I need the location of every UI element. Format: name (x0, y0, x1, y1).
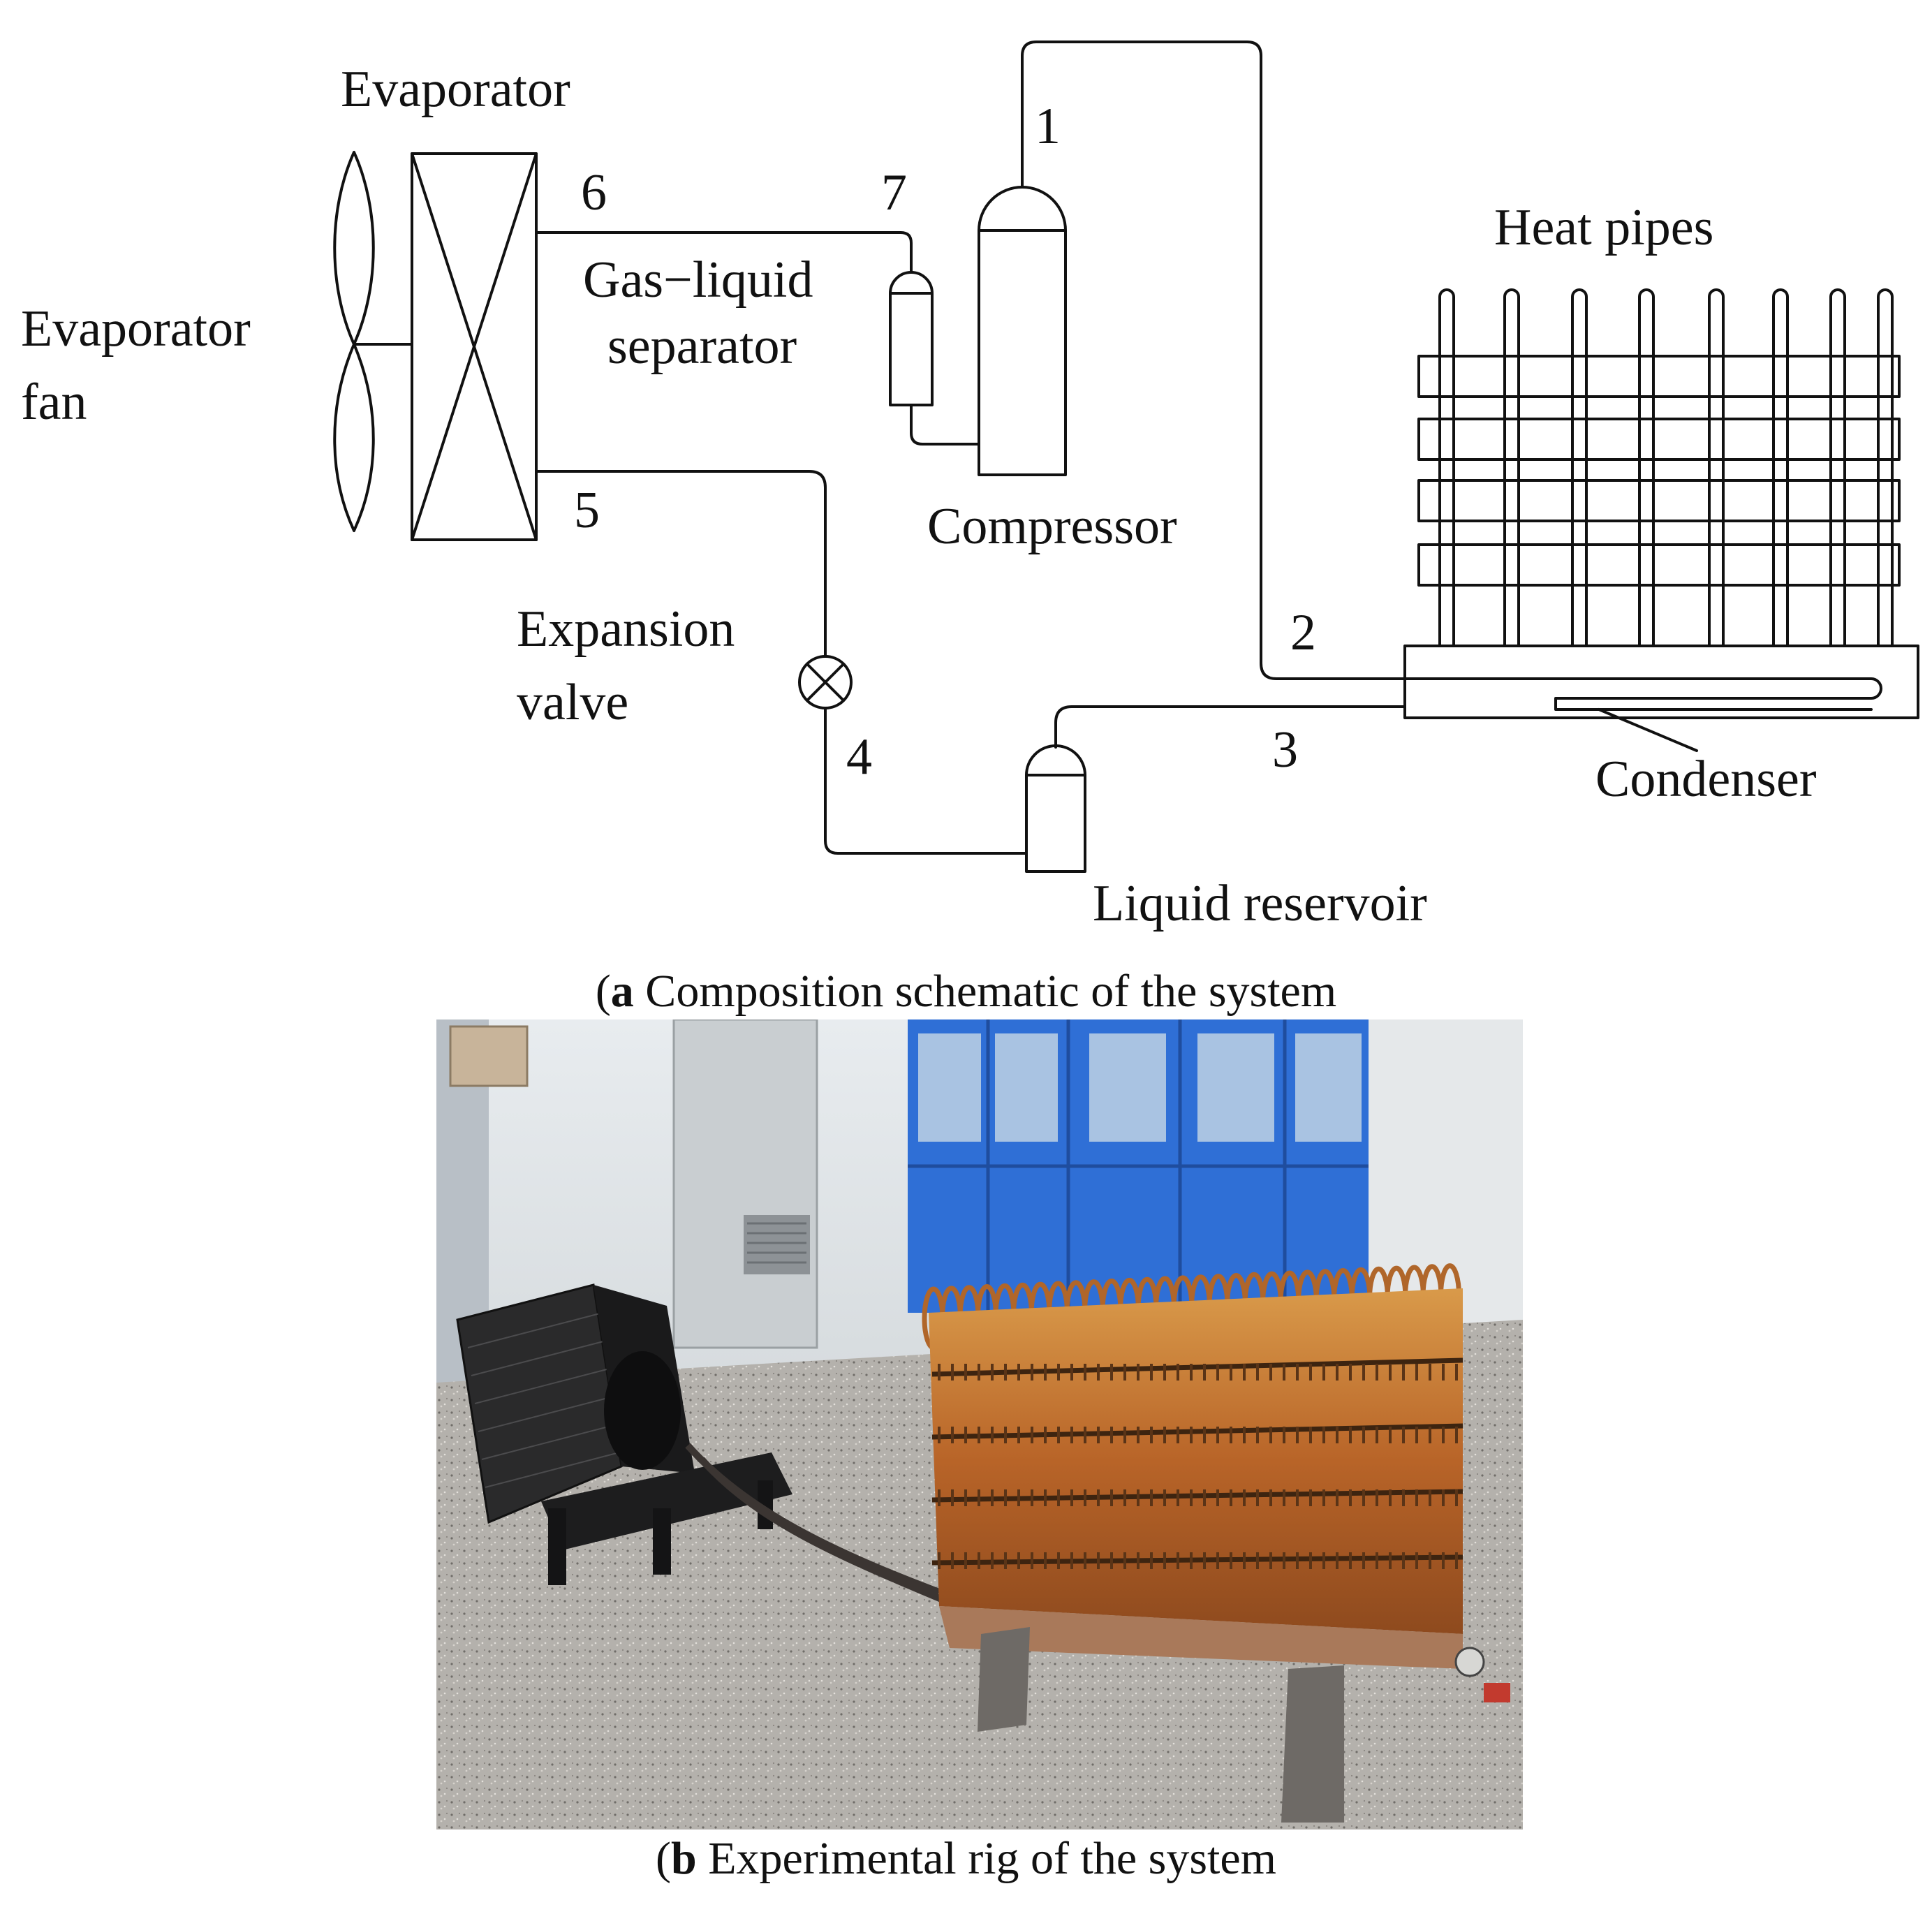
fin-gap (931, 1489, 1463, 1503)
compressor (978, 186, 1067, 476)
evaporator-fan (333, 151, 413, 532)
heat-pipe-4 (1638, 288, 1655, 647)
experimental-rig-photo (436, 1019, 1523, 1830)
pipe-3 (1054, 705, 1406, 749)
label-condenser: Condenser (1595, 751, 1817, 808)
caption-b-letter: b (670, 1833, 697, 1884)
heat-pipe-6 (1772, 288, 1789, 647)
heat-pipes (1438, 288, 1894, 647)
label-expansion-1: Expansion (517, 601, 735, 658)
label-liquid-reservoir: Liquid reservoir (1093, 875, 1427, 932)
fin-gap (931, 1554, 1463, 1566)
heat-pipe-1 (1438, 288, 1455, 647)
caption-b: (b Experimental rig of the system (656, 1833, 1276, 1884)
label-compressor: Compressor (927, 498, 1177, 555)
blue-cabinets (908, 1019, 1369, 1313)
caption-a: (a Composition schematic of the system (595, 966, 1337, 1017)
fin-gap (931, 1357, 1463, 1377)
caption-a-letter: a (610, 966, 634, 1017)
heat-pipe-7 (1829, 288, 1846, 647)
condenser (1403, 645, 1919, 719)
liquid-reservoir (1025, 744, 1086, 873)
label-evaporator: Evaporator (341, 61, 570, 118)
heat-pipe-fins (1417, 355, 1901, 587)
heat-pipe-5 (1708, 288, 1725, 647)
pipe-6-7 (535, 231, 913, 274)
condensing-unit (456, 1283, 792, 1585)
state-point-6: 6 (581, 164, 607, 221)
evaporator (411, 152, 538, 541)
pipe-1-2 (1021, 41, 1882, 711)
label-evaporator-fan-1: Evaporator (21, 300, 251, 358)
state-point-2: 2 (1290, 604, 1316, 661)
gas-liquid-separator (889, 271, 980, 446)
heat-pipe-3 (1571, 288, 1588, 647)
system-schematic: Evaporator Evaporator fan Gas−liquid sep… (21, 41, 1919, 932)
state-point-7: 7 (881, 164, 907, 221)
label-expansion-2: valve (517, 674, 628, 731)
wall-notice-board (449, 1025, 529, 1087)
label-evaporator-fan-2: fan (21, 374, 87, 431)
pipe-4-5 (535, 470, 1028, 855)
condenser-leader (1598, 708, 1698, 752)
label-gas-liquid-1: Gas−liquid (583, 251, 813, 309)
refrigerant-hoses (685, 1443, 951, 1606)
expansion-valve (798, 655, 853, 709)
heat-pipe-8 (1877, 288, 1894, 647)
heat-pipe-assembly (922, 1263, 1510, 1823)
state-point-5: 5 (574, 482, 600, 539)
caption-b-text: Experimental rig of the system (696, 1833, 1276, 1884)
door (672, 1019, 818, 1349)
caption-a-text: Composition schematic of the system (633, 966, 1337, 1017)
state-point-1: 1 (1035, 98, 1061, 155)
state-point-4: 4 (846, 728, 872, 786)
heat-pipe-2 (1503, 288, 1520, 647)
label-gas-liquid-2: separator (607, 318, 797, 375)
door-vent (744, 1215, 810, 1274)
label-heat-pipes: Heat pipes (1494, 199, 1713, 256)
fin-gap (931, 1423, 1463, 1440)
state-point-3: 3 (1272, 721, 1298, 779)
